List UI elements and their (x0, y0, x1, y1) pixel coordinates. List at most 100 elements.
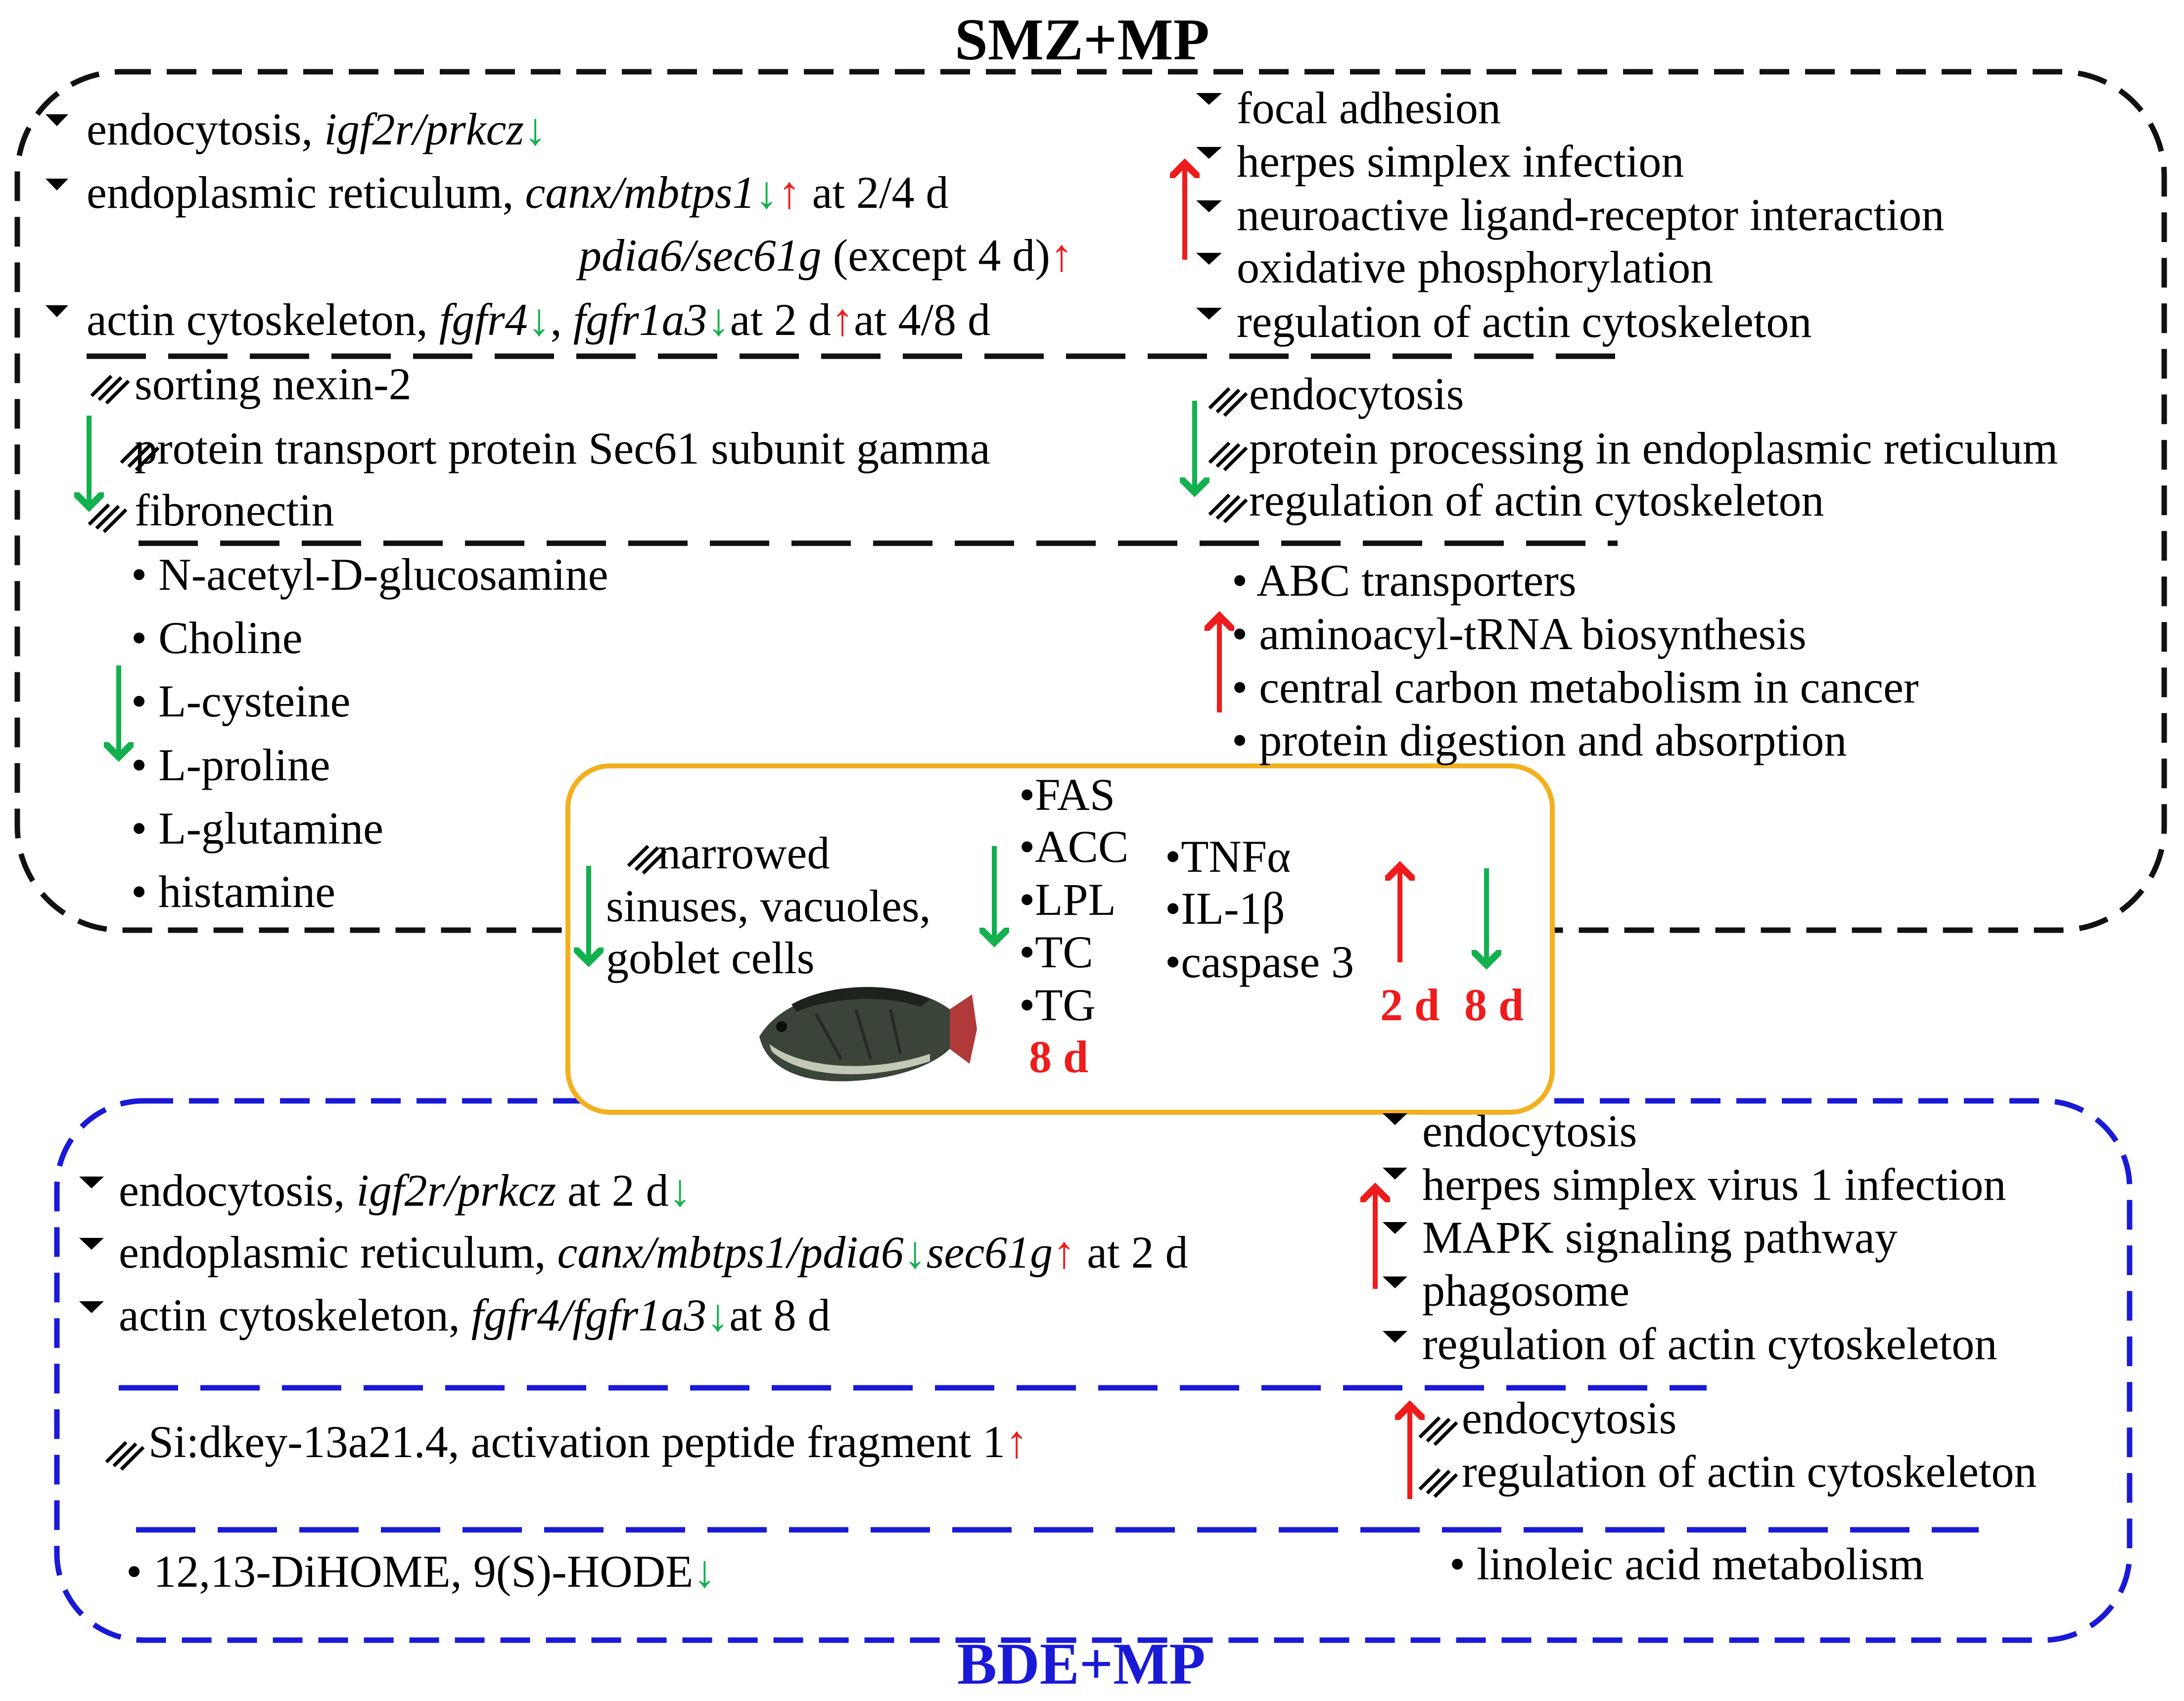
center-time-down: 8 d (1464, 980, 1524, 1030)
down-arrow: ↓ (524, 104, 547, 154)
down-arrow: ↓ (706, 1290, 730, 1340)
triangle-marker (1383, 1331, 1407, 1343)
bde-pathway-endocytosis: endocytosis (1422, 1106, 1637, 1156)
down-arrow: ↓ (527, 294, 551, 345)
smz-pathway-herpes: herpes simplex infection (1237, 136, 1684, 187)
smz-pathway-oxphos: oxidative phosphorylation (1237, 242, 1714, 292)
triangle-marker (1383, 1113, 1407, 1125)
smz-endocytosis-line: endocytosis, igf2r/prkcz↓ (87, 106, 547, 152)
metabolite-name: L-cysteine (158, 676, 351, 726)
smz-mp-title: SMZ+MP (955, 6, 1209, 72)
smz-er-line: endoplasmic reticulum, canx/mbtps1↓↑ at … (87, 170, 949, 215)
timepoint: at 2 d (730, 294, 832, 345)
center-lipid-marker: •TC (1019, 927, 1093, 977)
down-arrow: ↓ (693, 1546, 716, 1597)
gene-name: fgfr1a3 (573, 294, 707, 345)
smz-pathway-actin: regulation of actin cytoskeleton (1237, 296, 1812, 347)
up-arrow: ↑ (1053, 1227, 1076, 1277)
pathway-name: ABC transporters (1256, 555, 1577, 606)
bde-pathway-phagosome: phagosome (1422, 1265, 1630, 1316)
timepoint: at 4/8 d (854, 294, 991, 345)
hatch-marker (120, 441, 160, 472)
triangle-marker (1196, 147, 1222, 159)
label: endoplasmic reticulum, (119, 1227, 558, 1277)
smz-protein-pathway-er: protein processing in endoplasmic reticu… (1249, 423, 2058, 473)
bde-metabolite-line: • 12,13-DiHOME, 9(S)-HODE↓ (126, 1546, 716, 1597)
marker-name: ACC (1035, 821, 1129, 872)
smz-metabolite-pathway: • protein digestion and absorption (1232, 715, 1847, 765)
center-histology-line-1: narrowed (658, 828, 830, 878)
triangle-marker (46, 305, 68, 317)
triangle-marker (1383, 1168, 1407, 1180)
down-arrow: ↓ (668, 1165, 692, 1216)
hatch-marker (105, 1441, 145, 1471)
smz-protein-pathway-endocytosis: endocytosis (1249, 369, 1464, 419)
up-arrow: ↑ (1050, 230, 1073, 281)
triangle-marker (1196, 253, 1222, 265)
smz-er-line-2: pdia6/sec61g (except 4 d)↑ (579, 233, 1073, 278)
smz-actin-line: actin cytoskeleton, fgfr4↓, fgfr1a3↓at 2… (87, 297, 990, 342)
down-arrow: ↓ (755, 167, 778, 218)
smz-metabolite: • L-proline (131, 740, 330, 790)
marker-name: LPL (1035, 874, 1116, 925)
gene-name: sec61g (926, 1227, 1053, 1277)
gene-names: igf2r/prkcz (324, 104, 524, 154)
pathway-name: linoleic acid metabolism (1477, 1539, 1924, 1589)
hatch-marker (1208, 493, 1248, 523)
smz-metabolite-pathway: • central carbon metabolism in cancer (1232, 662, 1919, 712)
pathway-name: aminoacyl-tRNA biosynthesis (1259, 609, 1807, 659)
bde-pathway-herpes: herpes simplex virus 1 infection (1422, 1159, 2006, 1210)
label: actin cytoskeleton, (87, 294, 439, 345)
triangle-marker (79, 1177, 104, 1188)
bde-protein-pathway-actin: regulation of actin cytoskeleton (1462, 1446, 2037, 1497)
triangle-marker (1383, 1222, 1407, 1234)
triangle-marker (79, 1301, 104, 1313)
center-histology-line-3: goblet cells (606, 933, 815, 983)
bde-endocytosis-line: endocytosis, igf2r/prkcz at 2 d↓ (119, 1168, 692, 1213)
center-lipid-marker: •FAS (1019, 769, 1115, 820)
bde-er-line: endoplasmic reticulum, canx/mbtps1/pdia6… (119, 1229, 1188, 1275)
metabolite-name: L-glutamine (158, 803, 383, 853)
smz-metabolite-pathway: • aminoacyl-tRNA biosynthesis (1232, 609, 1807, 659)
smz-protein-sec61: protein transport protein Sec61 subunit … (135, 423, 990, 473)
gene-names: canx/mbtps1/pdia6 (557, 1227, 904, 1277)
label: endocytosis, (119, 1165, 357, 1216)
center-inflammation-marker: •TNFα (1165, 831, 1291, 882)
metabolite-names: 12,13-DiHOME, 9(S)-HODE (153, 1546, 694, 1597)
pathway-name: central carbon metabolism in cancer (1259, 662, 1919, 712)
smz-metabolite: • Choline (131, 613, 303, 663)
triangle-marker (1196, 200, 1222, 212)
center-lipid-marker: •ACC (1019, 821, 1129, 872)
up-arrow: ↑ (831, 294, 854, 345)
hatch-marker (1418, 1416, 1458, 1446)
marker-name: caspase 3 (1181, 937, 1354, 987)
metabolite-name: L-proline (158, 740, 330, 790)
center-lipid-timepoint: 8 d (1029, 1032, 1089, 1082)
bde-pathway-mapk: MAPK signaling pathway (1422, 1212, 1898, 1263)
bde-mp-title: BDE+MP (957, 1631, 1206, 1697)
marker-name: FAS (1035, 769, 1115, 820)
timepoint: at 2 d (1075, 1227, 1188, 1277)
smz-pathway-neuroactive: neuroactive ligand-receptor interaction (1237, 189, 1945, 240)
pathway-name: protein digestion and absorption (1259, 715, 1847, 765)
hatch-marker (90, 375, 130, 405)
smz-metabolite: • L-glutamine (131, 803, 383, 853)
down-arrow: ↓ (903, 1227, 927, 1277)
bde-mp-box (54, 1098, 2133, 1643)
gene-name: fgfr4 (439, 294, 528, 345)
bde-metabolite-pathway: • linoleic acid metabolism (1449, 1539, 1924, 1589)
smz-metabolite: • histamine (131, 866, 335, 917)
timepoint: at 2/4 d (800, 167, 949, 218)
protein-names: Si:dkey-13a21.4, activation peptide frag… (148, 1417, 1006, 1467)
timepoint: (except 4 d) (821, 230, 1050, 281)
center-inflammation-marker: •IL-1β (1165, 883, 1285, 934)
gene-names: canx/mbtps1 (525, 167, 755, 218)
bde-actin-line: actin cytoskeleton, fgfr4/fgfr1a3↓at 8 d (119, 1292, 831, 1338)
gene-names: igf2r/prkcz (356, 1165, 557, 1216)
marker-name: TG (1035, 980, 1096, 1030)
gene-names: pdia6/sec61g (579, 230, 822, 281)
hatch-marker (1208, 387, 1248, 417)
smz-protein-pathway-actin: regulation of actin cytoskeleton (1249, 475, 1824, 525)
